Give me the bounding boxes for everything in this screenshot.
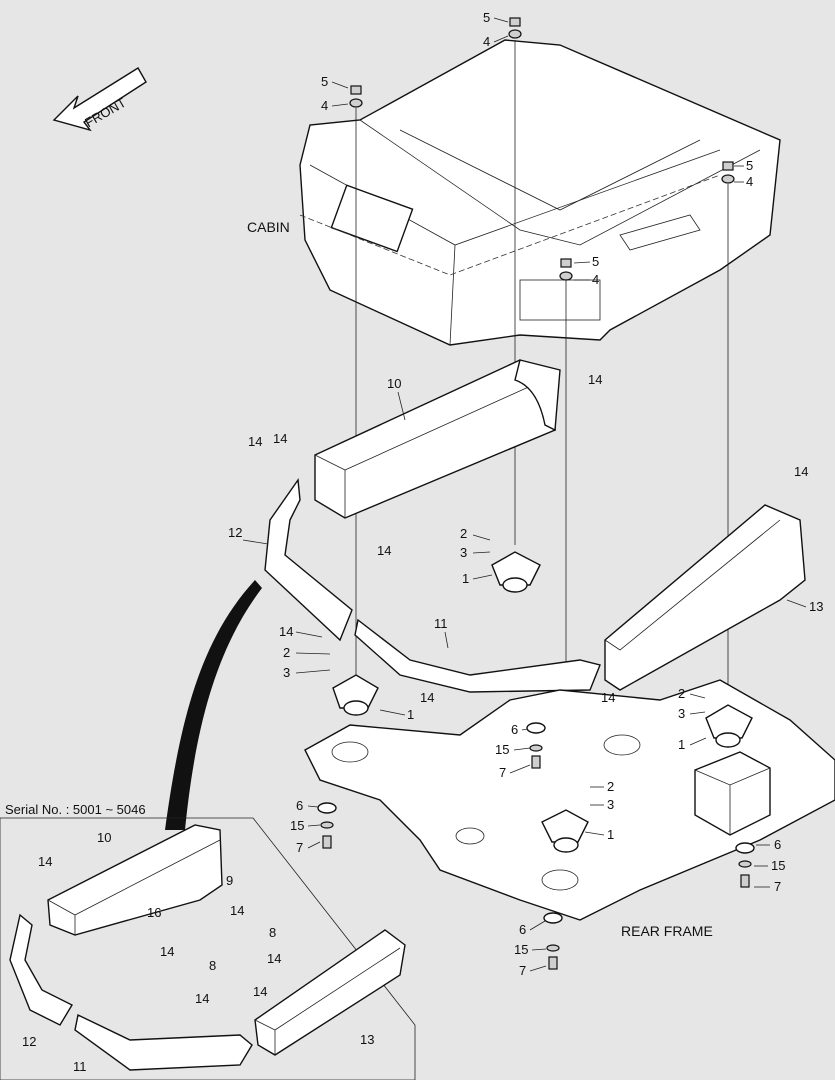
part-11-cover	[354, 618, 601, 693]
callout-14: 14	[588, 372, 602, 387]
callout-4: 4	[746, 174, 753, 189]
callout-15: 15	[514, 942, 528, 957]
callout-5: 5	[746, 158, 753, 173]
callout-7: 7	[296, 840, 303, 855]
callout-10: 10	[387, 376, 401, 391]
callout-6: 6	[296, 798, 303, 813]
callout-8: 8	[209, 958, 216, 973]
callout-14: 14	[160, 944, 174, 959]
callout-12: 12	[22, 1034, 36, 1049]
part-13-cover	[604, 504, 806, 691]
callout-2: 2	[678, 686, 685, 701]
part-10-cover	[314, 359, 561, 519]
callout-8: 8	[269, 925, 276, 940]
callout-14: 14	[195, 991, 209, 1006]
callout-1: 1	[407, 707, 414, 722]
cabin-body	[299, 39, 781, 346]
callout-14: 14	[248, 434, 262, 449]
rear-frame-label: REAR FRAME	[621, 923, 713, 939]
callout-6: 6	[511, 722, 518, 737]
callout-6: 6	[774, 837, 781, 852]
callout-15: 15	[495, 742, 509, 757]
callout-5: 5	[321, 74, 328, 89]
callouts: 5 4 5 4 5 4 5 4 14 10 14 14 14 12 2 3 14…	[22, 10, 823, 1074]
callout-5: 5	[483, 10, 490, 25]
cabin-label: CABIN	[247, 219, 290, 235]
callout-13: 13	[360, 1032, 374, 1047]
lower-fasteners	[317, 722, 755, 970]
callout-4: 4	[321, 98, 328, 113]
callout-14: 14	[253, 984, 267, 999]
callout-3: 3	[607, 797, 614, 812]
callout-14: 14	[601, 690, 615, 705]
callout-6: 6	[519, 922, 526, 937]
callout-14: 14	[230, 903, 244, 918]
callout-3: 3	[283, 665, 290, 680]
callout-13: 13	[809, 599, 823, 614]
part-12-cover	[264, 478, 353, 642]
callout-14: 14	[279, 624, 293, 639]
callout-9: 9	[226, 873, 233, 888]
callout-14: 14	[38, 854, 52, 869]
leader-lines	[242, 17, 807, 972]
front-arrow-icon: FRONT	[52, 67, 147, 132]
callout-11: 11	[73, 1059, 87, 1074]
callout-15: 15	[290, 818, 304, 833]
callout-4: 4	[483, 34, 490, 49]
callout-2: 2	[460, 526, 467, 541]
callout-14: 14	[377, 543, 391, 558]
callout-14: 14	[267, 951, 281, 966]
callout-15: 15	[771, 858, 785, 873]
callout-1: 1	[678, 737, 685, 752]
callout-3: 3	[678, 706, 685, 721]
callout-3: 3	[460, 545, 467, 560]
callout-11: 11	[434, 616, 448, 631]
serial-label: Serial No. : 5001 ~ 5046	[5, 802, 146, 817]
callout-14: 14	[420, 690, 434, 705]
callout-4: 4	[592, 272, 599, 287]
callout-1: 1	[462, 571, 469, 586]
callout-1: 1	[607, 827, 614, 842]
callout-2: 2	[607, 779, 614, 794]
callout-5: 5	[592, 254, 599, 269]
callout-7: 7	[519, 963, 526, 978]
callout-16: 16	[147, 905, 161, 920]
callout-2: 2	[283, 645, 290, 660]
callout-12: 12	[228, 525, 242, 540]
callout-7: 7	[774, 879, 781, 894]
callout-10: 10	[97, 830, 111, 845]
rear-frame	[304, 679, 835, 921]
callout-14: 14	[273, 431, 287, 446]
detail-inset: Serial No. : 5001 ~ 5046	[0, 802, 416, 1080]
callout-14: 14	[794, 464, 808, 479]
callout-7: 7	[499, 765, 506, 780]
cabin-fasteners	[349, 17, 735, 281]
mount-part-1	[332, 551, 753, 853]
detail-leader-wedge	[165, 580, 262, 830]
